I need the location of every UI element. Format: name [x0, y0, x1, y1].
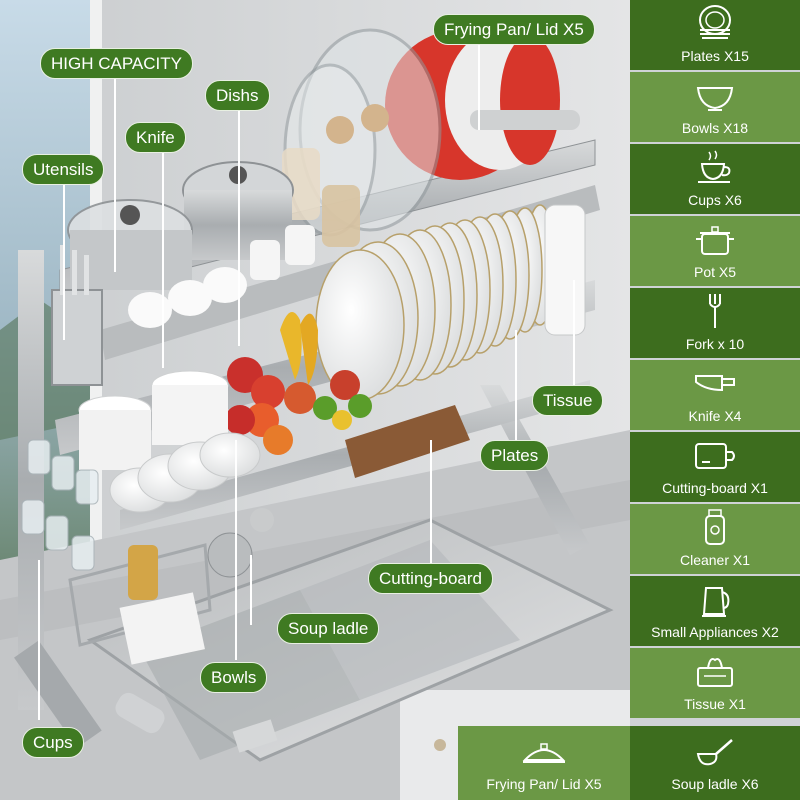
panel-item-plates: Plates X15 — [630, 0, 800, 70]
panel-item-knife: Knife X4 — [630, 360, 800, 430]
panel-item-label: Pot X5 — [693, 264, 737, 280]
panel-item-label: Tissue X1 — [684, 696, 746, 712]
panel-item-label: Small Appliances X2 — [651, 624, 779, 640]
cutting-board-icon — [695, 443, 735, 469]
callout-tissue: Tissue — [532, 385, 604, 416]
callout-knife: Knife — [125, 122, 186, 153]
bottom-item-soup-ladle: Soup ladle X6 — [630, 726, 800, 800]
fork-icon — [709, 294, 721, 328]
panel-item-cups: Cups X6 — [630, 144, 800, 214]
panel-item-label: Bowls X18 — [681, 120, 749, 136]
plates-icon — [699, 5, 731, 39]
panel-item-tissue: Tissue X1 — [630, 648, 800, 718]
leader-bowls — [235, 440, 237, 660]
cleaner-icon — [705, 509, 725, 545]
bottom-item-frying-pan-lid: Frying Pan/ Lid X5 — [458, 726, 630, 800]
leader-plates — [515, 330, 517, 440]
panel-item-pot: Pot X5 — [630, 216, 800, 286]
leader-tissue — [573, 280, 575, 390]
bottom-item-label: Frying Pan/ Lid X5 — [486, 776, 602, 792]
lid-icon — [522, 743, 566, 763]
callout-bowls: Bowls — [200, 662, 268, 693]
leader-cutting-board — [430, 440, 432, 565]
panel-item-cutting-board: Cutting-board X1 — [630, 432, 800, 502]
callout-cutting-board: Cutting-board — [368, 563, 494, 594]
leader-frying-pan — [478, 40, 480, 130]
knife-icon — [695, 375, 735, 392]
panel-item-label: Plates X15 — [681, 48, 749, 64]
panel-item-label: Fork x 10 — [685, 336, 745, 352]
panel-item-label: Cutting-board X1 — [662, 480, 768, 496]
panel-item-label: Knife X4 — [688, 408, 742, 424]
leader-cups — [38, 560, 40, 720]
callout-frying-pan-lid: Frying Pan/ Lid X5 — [433, 14, 595, 45]
callout-high-capacity: HIGH CAPACITY — [40, 48, 193, 79]
panel-item-label: Cups X6 — [688, 192, 742, 208]
callout-dishs: Dishs — [205, 80, 270, 111]
pot-icon — [696, 226, 734, 255]
leader-soup-ladle — [250, 555, 252, 625]
leader-high-capacity — [114, 72, 116, 272]
callout-soup-ladle: Soup ladle — [277, 613, 380, 644]
leader-utensils — [63, 180, 65, 340]
ladle-icon — [696, 739, 733, 766]
panel-item-cleaner: Cleaner X1 — [630, 504, 800, 574]
kettle-icon — [702, 587, 730, 617]
dish-rack-photo — [0, 0, 630, 800]
callout-plates: Plates — [480, 440, 550, 471]
panel-item-small-appliances: Small Appliances X2 — [630, 576, 800, 646]
leader-dishs — [238, 106, 240, 346]
leader-knife — [162, 148, 164, 368]
cup-icon — [698, 150, 731, 183]
capacity-panel: Plates X15 Bowls X18 Cups X6 Pot X5 Fork… — [630, 0, 800, 800]
panel-item-label: Cleaner X1 — [679, 552, 751, 568]
bowl-icon — [696, 87, 734, 111]
tissue-box-icon — [697, 658, 733, 687]
callout-cups: Cups — [22, 727, 84, 758]
callout-utensils: Utensils — [22, 154, 105, 185]
panel-item-fork: Fork x 10 — [630, 288, 800, 358]
panel-item-bowls: Bowls X18 — [630, 72, 800, 142]
bottom-item-label: Soup ladle X6 — [671, 776, 759, 792]
